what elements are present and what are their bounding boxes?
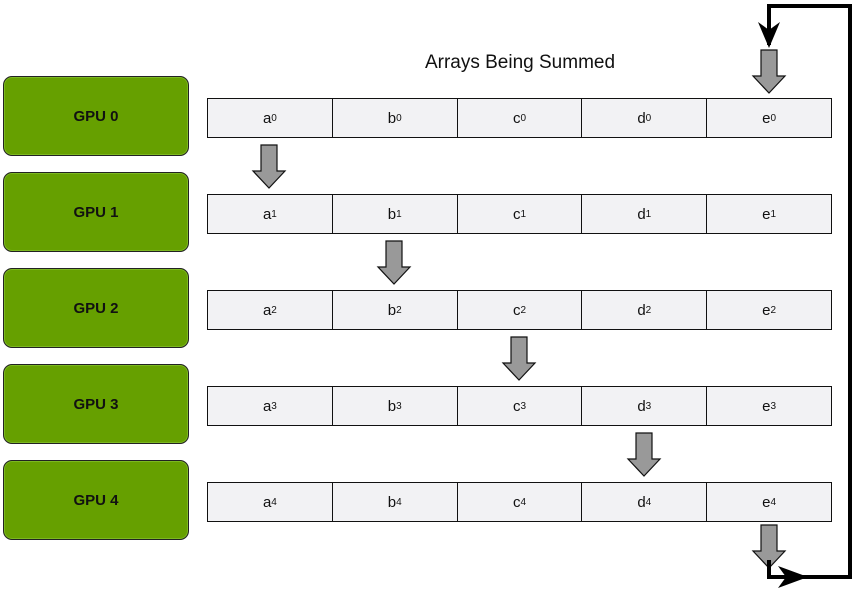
cell-letter: e — [762, 109, 771, 127]
cell-subscript: 1 — [520, 208, 527, 220]
cell-subscript: 0 — [396, 112, 402, 124]
cell-subscript: 3 — [271, 400, 277, 412]
cell-subscript: 3 — [770, 400, 777, 412]
transfer-arrow — [251, 144, 287, 189]
cell-subscript: 0 — [645, 112, 652, 124]
cell-letter: e — [762, 397, 771, 415]
cell-subscript: 1 — [645, 208, 652, 220]
cell-subscript: 1 — [770, 208, 777, 220]
cell-letter: b — [387, 205, 397, 223]
gpu-box: GPU 1 — [3, 172, 189, 252]
wraparound-line — [767, 4, 852, 579]
cell-letter: a — [262, 493, 272, 511]
cell-letter: a — [262, 397, 272, 415]
diagram-title: Arrays Being Summed — [424, 52, 616, 73]
cell-subscript: 2 — [645, 304, 652, 316]
cell-letter: b — [387, 301, 397, 319]
cell-subscript: 2 — [271, 304, 277, 316]
cell-letter: d — [637, 397, 646, 415]
cell-subscript: 1 — [271, 208, 277, 220]
transfer-arrow — [376, 240, 412, 285]
gpu-box: GPU 0 — [3, 76, 189, 156]
arrowhead-right-icon — [778, 566, 808, 588]
cell-subscript: 4 — [520, 496, 527, 508]
cell-subscript: 2 — [520, 304, 527, 316]
cell-letter: a — [262, 301, 272, 319]
cell-letter: e — [762, 301, 771, 319]
cell-subscript: 4 — [770, 496, 777, 508]
cell-letter: d — [637, 493, 646, 511]
cell-subscript: 4 — [271, 496, 277, 508]
cell-subscript: 4 — [645, 496, 652, 508]
cell-letter: c — [512, 397, 521, 415]
cell-letter: b — [387, 109, 397, 127]
cell-subscript: 2 — [770, 304, 777, 316]
transfer-arrow — [501, 336, 537, 381]
cell-subscript: 3 — [396, 400, 402, 412]
gpu-box: GPU 2 — [3, 268, 189, 348]
cell-subscript: 2 — [396, 304, 402, 316]
cell-letter: c — [512, 205, 521, 223]
cell-subscript: 0 — [520, 112, 527, 124]
cell-letter: c — [512, 493, 521, 511]
cell-subscript: 0 — [271, 112, 277, 124]
cell-subscript: 0 — [770, 112, 777, 124]
cell-letter: d — [637, 109, 646, 127]
cell-subscript: 4 — [396, 496, 402, 508]
gpu-box: GPU 3 — [3, 364, 189, 444]
cell-subscript: 3 — [520, 400, 527, 412]
transfer-arrow — [626, 432, 662, 477]
cell-letter: d — [637, 301, 646, 319]
cell-letter: b — [387, 397, 397, 415]
cell-letter: e — [762, 205, 771, 223]
cell-letter: c — [512, 109, 521, 127]
outgoing-arrow — [751, 524, 787, 569]
cell-subscript: 1 — [396, 208, 402, 220]
incoming-arrow — [751, 49, 787, 94]
cell-letter: b — [387, 493, 397, 511]
cell-subscript: 3 — [645, 400, 652, 412]
cell-letter: a — [262, 205, 272, 223]
cell-letter: a — [262, 109, 272, 127]
gpu-box: GPU 4 — [3, 460, 189, 540]
cell-letter: d — [637, 205, 646, 223]
arrowhead-down-icon — [758, 22, 780, 48]
cell-letter: c — [512, 301, 521, 319]
cell-letter: e — [762, 493, 771, 511]
